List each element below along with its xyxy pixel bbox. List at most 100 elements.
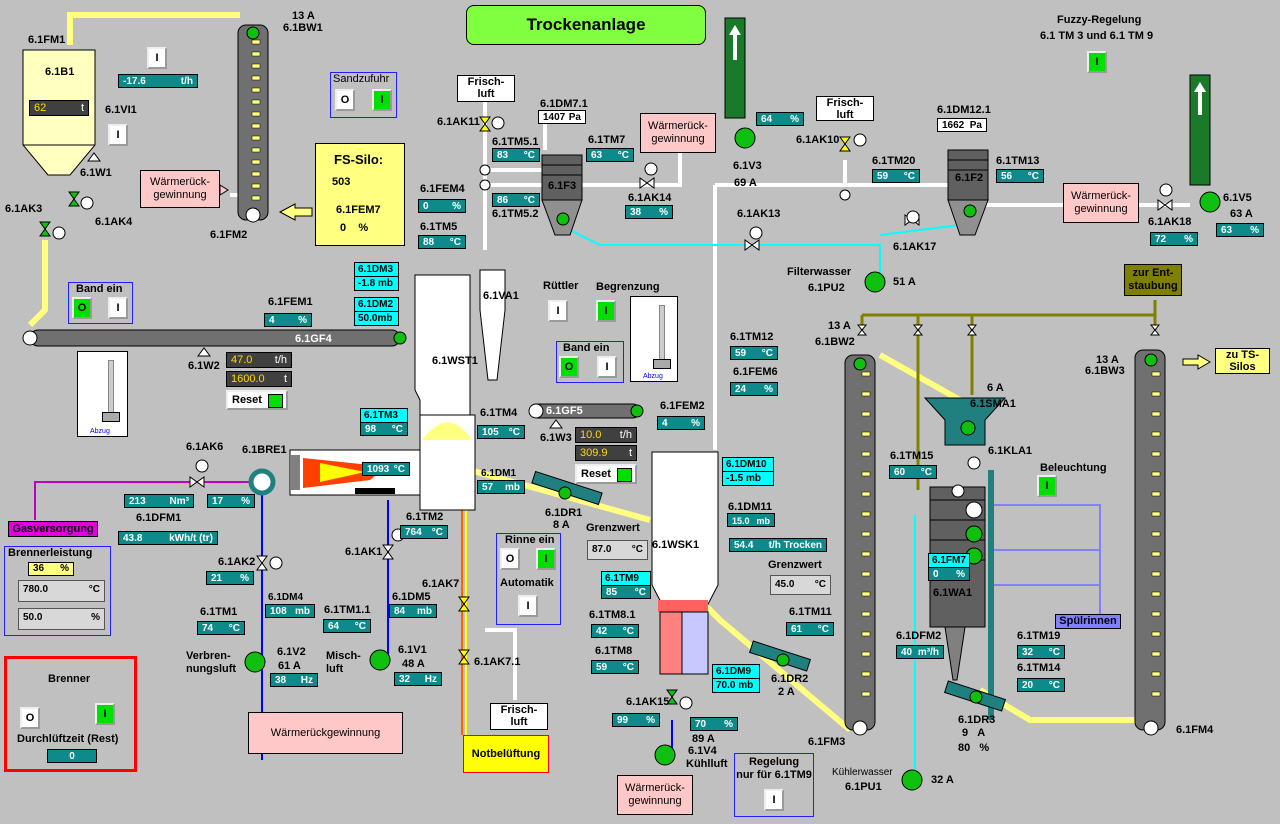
- v4-amp: 89 A: [692, 733, 715, 745]
- dm5-label: 6.1DM5: [392, 591, 431, 603]
- dm3-value: -1.8 mb: [354, 276, 399, 291]
- v5-amp: 63 A: [1230, 208, 1253, 220]
- tm14-value: 20°C: [1017, 678, 1065, 692]
- vi1-button[interactable]: I: [108, 124, 128, 146]
- pu1-label2: 6.1PU1: [845, 781, 882, 793]
- band1-on-button[interactable]: I: [108, 297, 128, 319]
- grenzwert2-label: Grenzwert: [768, 559, 822, 571]
- w2-reset-button[interactable]: Reset: [226, 390, 288, 410]
- fm7-label: 6.1FM7: [928, 553, 970, 568]
- brenner-title: Brenner: [48, 673, 91, 685]
- notbelueftung-box: Notbelüftung: [463, 735, 549, 773]
- pu2-label1: Filterwasser: [787, 266, 852, 278]
- fuzzy-title: Fuzzy-Regelung: [1057, 14, 1142, 26]
- fem4-value: 0%: [418, 199, 466, 213]
- band2-label: Band ein: [563, 342, 610, 354]
- dm121-label: 6.1DM12.1: [937, 104, 991, 116]
- ak14-label: 6.1AK14: [628, 192, 672, 204]
- tm11-label: 6.1TM11: [789, 606, 832, 618]
- v5-pct: 63%: [1216, 223, 1264, 237]
- brenner-on-button[interactable]: I: [95, 703, 115, 725]
- ruettler-button[interactable]: I: [548, 300, 568, 322]
- frischluft-box-2: Frisch- luft: [816, 96, 874, 121]
- sandzufuhr-on-button[interactable]: I: [372, 89, 392, 111]
- tm8-label: 6.1TM8: [595, 645, 633, 657]
- band1-label: Band ein: [76, 283, 123, 295]
- ak1-label: 6.1AK1: [345, 546, 383, 558]
- tm19-label: 6.1TM19: [1017, 630, 1061, 642]
- dm10-label: 6.1DM10: [722, 457, 774, 472]
- ak71-label: 6.1AK7.1: [474, 656, 521, 668]
- grenzwert1-label: Grenzwert: [586, 522, 640, 534]
- begrenzung-slider[interactable]: Abzug: [630, 296, 678, 382]
- w3-reset-button[interactable]: Reset: [575, 464, 637, 484]
- ts-silos-box: zu TS- Silos: [1215, 348, 1270, 374]
- tm4-value: 105°C: [477, 425, 525, 439]
- tm5-label: 6.1TM5: [420, 221, 458, 233]
- dm11-label: 6.1DM11: [728, 501, 773, 513]
- regelung-button[interactable]: I: [764, 789, 784, 811]
- kla1-label: 6.1KLA1: [988, 445, 1033, 457]
- ak18-label: 6.1AK18: [1148, 216, 1192, 228]
- title-box: Trockenanlage: [466, 5, 706, 45]
- fuzzy-subtitle: 6.1 TM 3 und 6.1 TM 9: [1040, 30, 1154, 42]
- dr2-amp: 2 A: [778, 686, 795, 698]
- flow-button[interactable]: I: [147, 47, 167, 69]
- dm9-value: 70.0 mb: [712, 678, 760, 693]
- pu2-amp: 51 A: [893, 276, 916, 288]
- band1-off-button[interactable]: O: [72, 297, 92, 319]
- rinne-frame: [496, 533, 561, 625]
- tm14-label: 6.1TM14: [1017, 662, 1061, 674]
- brenner-durch-value: 0: [47, 749, 97, 763]
- grenzwert1-value[interactable]: 87.0°C: [587, 540, 648, 560]
- frischluft-box-1: Frisch- luft: [457, 75, 515, 102]
- tm9-label: 6.1TM9: [601, 571, 651, 586]
- ak18-value: 72%: [1150, 232, 1198, 246]
- tm9-value: 85°C: [601, 585, 651, 599]
- dr1-label: 6.1DR1: [545, 507, 583, 519]
- frischluft-box-3: Frisch- luft: [490, 703, 548, 730]
- rinne-on-button[interactable]: I: [536, 548, 556, 570]
- grenzwert2-value[interactable]: 45.0°C: [770, 575, 831, 595]
- sma1-amp: 6 A: [987, 382, 1004, 394]
- tm11b-value: 64°C: [323, 619, 371, 633]
- band2-off-button[interactable]: O: [559, 356, 579, 378]
- dr3-label: 6.1DR3: [958, 714, 996, 726]
- v3-label: 6.1V3: [733, 160, 762, 172]
- tm2-value: 764°C: [400, 525, 448, 539]
- gasversorgung-box: Gasversorgung: [8, 521, 98, 537]
- w2-slider[interactable]: Abzug: [77, 351, 128, 437]
- bre1-label: 6.1BRE1: [242, 444, 287, 456]
- tm1-label: 6.1TM1: [200, 606, 238, 618]
- brennerleistung-val2[interactable]: 50.0%: [18, 608, 105, 630]
- rinne-auto-button[interactable]: I: [518, 595, 538, 617]
- v5-label: 6.1V5: [1223, 192, 1252, 204]
- v4-name: Kühlluft: [686, 758, 728, 770]
- band1-frame: [68, 282, 133, 324]
- begrenzung-button[interactable]: I: [596, 300, 616, 322]
- sma1-label: 6.1SMA1: [970, 398, 1016, 410]
- sandzufuhr-off-button[interactable]: O: [335, 89, 355, 111]
- va1-label: 6.1VA1: [483, 290, 519, 302]
- rinne-off-button[interactable]: O: [500, 548, 520, 570]
- spuelrinnen-box: Spülrinnen: [1055, 614, 1121, 629]
- brenner-off-button[interactable]: O: [20, 707, 40, 729]
- band2-on-button[interactable]: I: [597, 356, 617, 378]
- tm15-value: 60°C: [889, 465, 937, 479]
- brennerleistung-temp[interactable]: 780.0°C: [18, 580, 105, 602]
- fuzzy-on-button[interactable]: I: [1087, 51, 1107, 73]
- dr3-amp: 9 A: [962, 727, 986, 739]
- dm2-value: 50.0mb: [354, 311, 399, 326]
- tm52-label: 6.1TM5.2: [492, 208, 539, 220]
- brennerleistung-frame: [4, 546, 111, 636]
- dm3-label: 6.1DM3: [354, 262, 399, 277]
- fem6-value: 24%: [730, 382, 778, 396]
- bw3-amp: 13 A: [1096, 354, 1119, 366]
- beleuchtung-button[interactable]: I: [1037, 475, 1057, 497]
